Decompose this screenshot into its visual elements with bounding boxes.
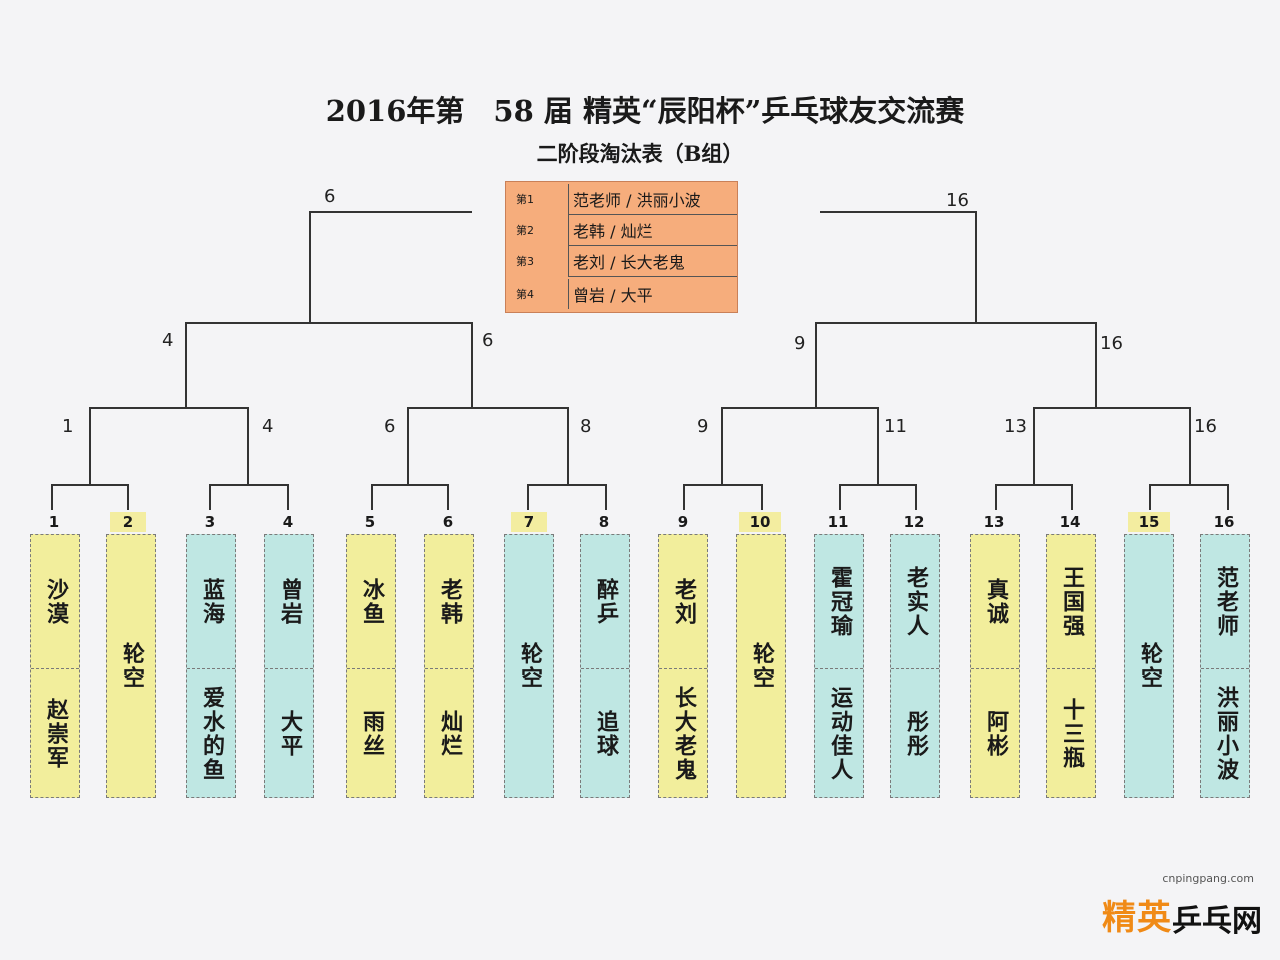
player-card-bye: 轮空 <box>1124 534 1174 798</box>
seed-number: 14 <box>1059 513 1081 531</box>
seed-number: 11 <box>827 513 849 531</box>
site-watermark: cnpingpang.com 精英 乒乓网 <box>1088 872 1266 952</box>
round-label: 4 <box>162 330 174 351</box>
standing-row: 第3 老刘 / 长大老鬼 <box>506 245 737 277</box>
seed-number: 7 <box>511 512 547 532</box>
player-name: 彤彤 <box>903 709 928 758</box>
player-name: 洪丽小波 <box>1213 685 1238 782</box>
player-card: 范老师 洪丽小波 <box>1200 534 1250 798</box>
round-label: 1 <box>62 416 74 437</box>
standing-names: 曾岩 / 大平 <box>568 279 737 309</box>
player-card: 曾岩 大平 <box>264 534 314 798</box>
player-card: 醉乒 追球 <box>580 534 630 798</box>
standing-place: 第3 <box>516 255 534 268</box>
seed-number: 9 <box>677 513 689 531</box>
bye-label: 轮空 <box>119 642 144 690</box>
player-name: 曾岩 <box>277 577 302 626</box>
player-name: 王国强 <box>1059 565 1084 638</box>
standing-row: 第1 范老师 / 洪丽小波 <box>506 183 737 215</box>
player-card-bye: 轮空 <box>736 534 786 798</box>
player-card: 蓝海 爱水的鱼 <box>186 534 236 798</box>
player-name: 范老师 <box>1213 565 1238 638</box>
bye-label: 轮空 <box>1137 642 1162 690</box>
player-card: 老实人 彤彤 <box>890 534 940 798</box>
player-name: 赵崇军 <box>43 697 68 770</box>
round-label: 4 <box>262 416 274 437</box>
watermark-url: cnpingpang.com <box>1162 872 1254 885</box>
round-label: 16 <box>1100 333 1123 354</box>
player-card: 王国强 十三瓶 <box>1046 534 1096 798</box>
player-card-bye: 轮空 <box>106 534 156 798</box>
player-card-bye: 轮空 <box>504 534 554 798</box>
standing-row: 第4 曾岩 / 大平 <box>506 279 737 309</box>
bye-label: 轮空 <box>517 642 542 690</box>
watermark-logo: 精英 <box>1102 898 1172 938</box>
player-name: 追球 <box>593 709 618 758</box>
round-label: 11 <box>884 416 907 437</box>
standing-names: 老刘 / 长大老鬼 <box>568 245 737 277</box>
round-label: 6 <box>482 330 494 351</box>
round-label: 9 <box>697 416 709 437</box>
round-label: 13 <box>1004 416 1027 437</box>
player-name: 老刘 <box>671 577 696 626</box>
player-name: 十三瓶 <box>1059 697 1084 770</box>
seed-number: 4 <box>282 513 294 531</box>
seed-number: 10 <box>739 512 781 532</box>
player-card: 沙漠 赵崇军 <box>30 534 80 798</box>
seed-number: 8 <box>598 513 610 531</box>
seed-number: 16 <box>1213 513 1235 531</box>
round-label: 16 <box>1194 416 1217 437</box>
final-standings: 第1 范老师 / 洪丽小波 第2 老韩 / 灿烂 第3 老刘 / 长大老鬼 第4… <box>505 181 738 313</box>
player-name: 老实人 <box>903 565 928 638</box>
player-name: 阿彬 <box>983 709 1008 758</box>
seed-number: 15 <box>1128 512 1170 532</box>
player-name: 蓝海 <box>199 577 224 626</box>
standing-place: 第1 <box>516 193 534 206</box>
round-label: 8 <box>580 416 592 437</box>
seed-number: 12 <box>903 513 925 531</box>
player-card: 老韩 灿烂 <box>424 534 474 798</box>
round-label: 16 <box>946 190 969 211</box>
player-card: 真诚 阿彬 <box>970 534 1020 798</box>
player-card: 冰鱼 雨丝 <box>346 534 396 798</box>
seed-number: 5 <box>364 513 376 531</box>
player-name: 爱水的鱼 <box>199 685 224 782</box>
round-label: 6 <box>384 416 396 437</box>
bye-label: 轮空 <box>749 642 774 690</box>
standing-place: 第4 <box>516 288 534 301</box>
seed-number: 2 <box>110 512 146 532</box>
player-name: 醉乒 <box>593 577 618 626</box>
standing-place: 第2 <box>516 224 534 237</box>
seed-number: 6 <box>442 513 454 531</box>
standing-names: 老韩 / 灿烂 <box>568 214 737 246</box>
watermark-logo: 乒乓网 <box>1172 904 1262 939</box>
player-name: 灿烂 <box>437 709 462 758</box>
seed-number: 1 <box>48 513 60 531</box>
page-subtitle: 二阶段淘汰表（B组） <box>536 141 744 166</box>
round-label: 6 <box>324 186 336 207</box>
player-card: 老刘 长大老鬼 <box>658 534 708 798</box>
player-name: 冰鱼 <box>359 577 384 626</box>
seed-number: 3 <box>204 513 216 531</box>
player-name: 真诚 <box>983 577 1008 626</box>
player-name: 大平 <box>277 709 302 758</box>
player-name: 霍冠瑜 <box>827 565 852 638</box>
player-name: 雨丝 <box>359 709 384 758</box>
player-name: 长大老鬼 <box>671 685 696 782</box>
player-card: 霍冠瑜 运动佳人 <box>814 534 864 798</box>
player-name: 运动佳人 <box>827 685 852 782</box>
seed-number: 13 <box>983 513 1005 531</box>
page-title: 2016年第 58 届 精英“辰阳杯”乒乓球友交流赛 <box>325 94 965 128</box>
round-label: 9 <box>794 333 806 354</box>
standing-names: 范老师 / 洪丽小波 <box>568 183 737 215</box>
standing-row: 第2 老韩 / 灿烂 <box>506 214 737 246</box>
player-name: 老韩 <box>437 577 462 626</box>
player-name: 沙漠 <box>43 577 68 626</box>
